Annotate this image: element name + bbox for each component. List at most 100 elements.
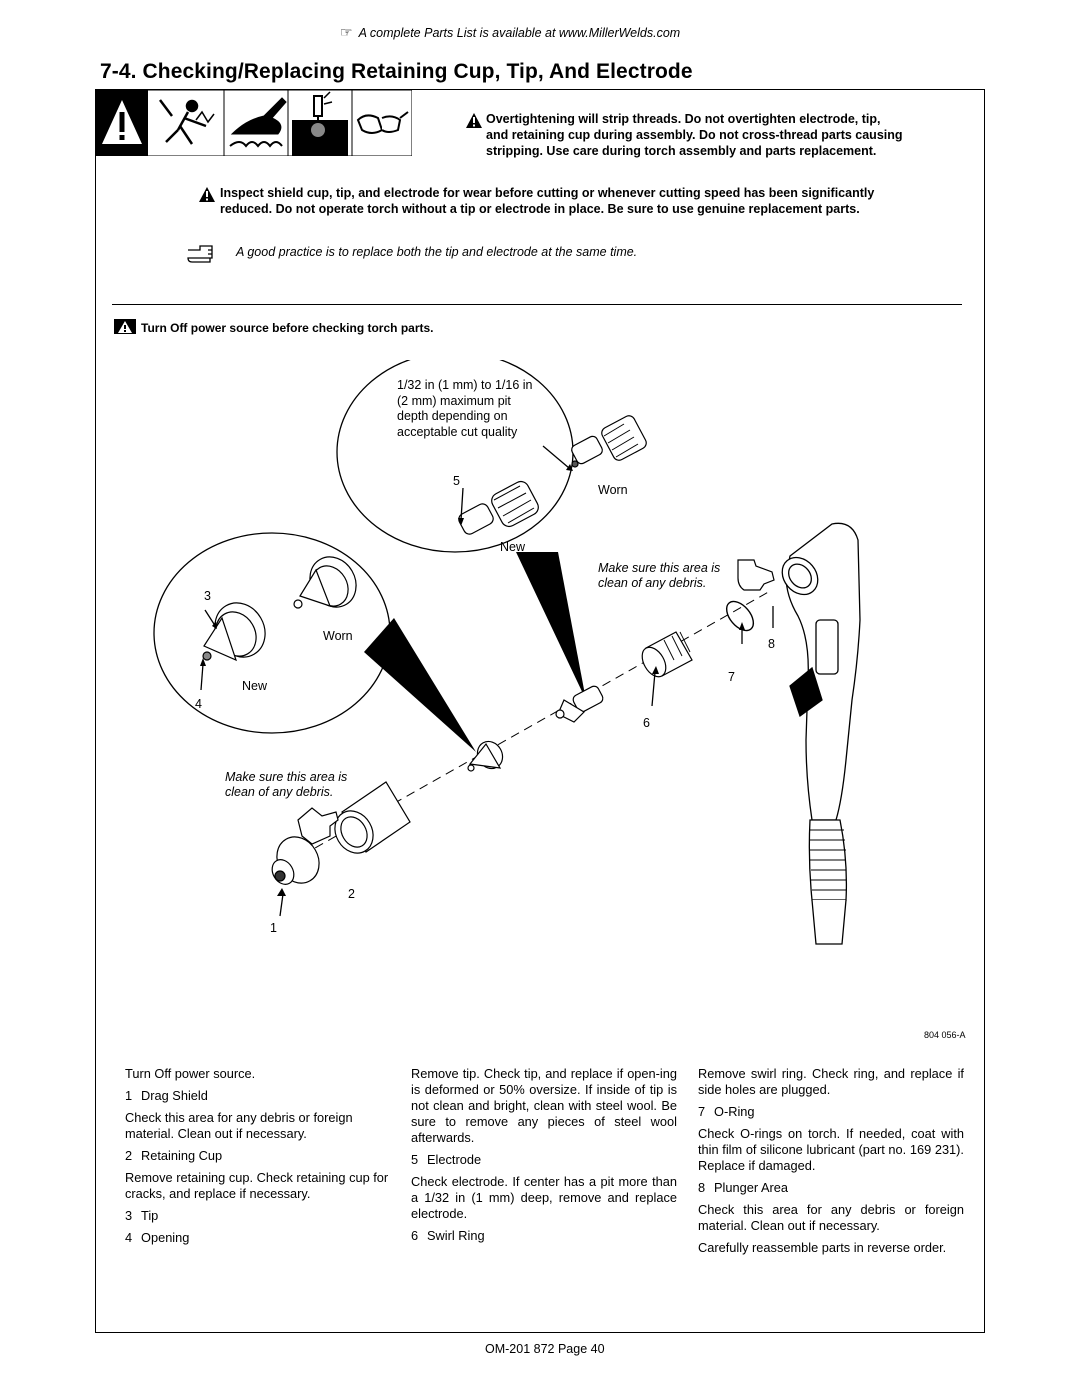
step-text: Check this area for any debris or foreig…: [698, 1202, 964, 1233]
callout-2: 2: [348, 887, 355, 901]
item-label: O-Ring: [714, 1104, 755, 1119]
new-label: New: [242, 679, 268, 693]
clean-area-note-torch: Make sure this area is clean of any debr…: [598, 561, 720, 591]
list-item: 6 Swirl Ring: [411, 1228, 677, 1244]
warning-line: reduced. Do not operate torch without a …: [220, 202, 860, 216]
detail-leader: [516, 552, 586, 700]
step-text: Check O-rings on torch. If needed, coat …: [698, 1126, 964, 1173]
hot-parts-icon: [229, 97, 287, 148]
step-text: Turn Off power source.: [125, 1066, 256, 1081]
item-number: 6: [411, 1228, 419, 1243]
item-label: Tip: [141, 1208, 159, 1223]
inspect-warning: Inspect shield cup, tip, and electrode f…: [220, 185, 874, 217]
warning-line: stripping. Use care during torch assembl…: [486, 144, 877, 158]
hand-pointer-icon: ☞: [340, 24, 353, 40]
instructions-col-1: Turn Off power source. 1 Drag Shield Chec…: [125, 1066, 393, 1252]
item-number: 7: [698, 1104, 706, 1119]
warning-line: Overtightening will strip threads. Do no…: [486, 112, 881, 126]
instructions-col-3: Remove swirl ring. Check ring, and repla…: [698, 1066, 964, 1262]
step-text: Check electrode. If center has a pit mor…: [411, 1174, 677, 1221]
power-off-warning: Turn Off power source before checking to…: [141, 321, 434, 335]
step-text: Remove retaining cup. Check retaining cu…: [125, 1170, 389, 1201]
item-label: Swirl Ring: [427, 1228, 485, 1243]
item-number: 4: [125, 1230, 133, 1245]
list-item: 5 Electrode: [411, 1152, 677, 1168]
hand-pointer-icon: [297, 807, 339, 845]
electrode-part: [555, 685, 604, 723]
callout-line: acceptable cut quality: [397, 424, 518, 439]
list-item: 7 O-Ring: [698, 1104, 964, 1120]
worn-label: Worn: [323, 629, 353, 643]
callout-3: 3: [204, 589, 211, 603]
new-electrode: [458, 480, 539, 535]
step-text: Remove tip. Check tip, and replace if op…: [411, 1066, 677, 1145]
warning-line: Inspect shield cup, tip, and electrode f…: [220, 186, 875, 200]
new-tip: [202, 602, 266, 662]
practice-note: A good practice is to replace both the t…: [236, 245, 638, 259]
callout-line: depth depending on: [397, 409, 508, 423]
callout-1: 1: [270, 921, 277, 935]
swirl-ring: [641, 631, 693, 678]
callout-line: 1/32 in (1 mm) to 1/16 in: [397, 378, 533, 392]
note-line: clean of any debris.: [225, 785, 334, 799]
item-number: 8: [698, 1180, 706, 1195]
step-text: Remove swirl ring. Check ring, and repla…: [698, 1066, 964, 1097]
hand-injury-icon: [292, 91, 348, 156]
overtighten-warning: Overtightening will strip threads. Do no…: [486, 111, 903, 159]
list-item: 1 Drag Shield: [125, 1088, 393, 1104]
list-item: 3 Tip: [125, 1208, 393, 1224]
figure-id: 804 056-A: [924, 1030, 966, 1040]
torch-exploded-diagram: [153, 360, 861, 945]
list-item: 8 Plunger Area: [698, 1180, 964, 1196]
item-label: Electrode: [427, 1152, 482, 1167]
item-label: Opening: [141, 1230, 190, 1245]
hand-pointer-icon: [187, 245, 213, 263]
warning-line: and retaining cup during assembly. Do no…: [486, 128, 903, 142]
divider: [112, 304, 962, 305]
page-footer: OM-201 872 Page 40: [485, 1342, 605, 1356]
list-item: 4 Opening: [125, 1230, 393, 1246]
item-number: 3: [125, 1208, 133, 1223]
retaining-cup: [334, 781, 411, 854]
pit-depth-callout: 1/32 in (1 mm) to 1/16 in (2 mm) maximum…: [397, 378, 537, 440]
callout-8: 8: [768, 637, 775, 651]
warning-triangle-icon: [466, 113, 482, 128]
item-label: Drag Shield: [141, 1088, 208, 1103]
detail-leader: [364, 618, 476, 752]
tip-detail-circle: [153, 532, 391, 734]
drag-shield: [271, 836, 320, 885]
note-line: Make sure this area is: [225, 770, 348, 784]
new-label: New: [500, 540, 526, 554]
worn-label: Worn: [598, 483, 628, 497]
step-text: Carefully reassemble parts in reverse or…: [698, 1240, 947, 1255]
safety-glasses-icon: [356, 111, 409, 134]
callout-5: 5: [453, 474, 460, 488]
safety-symbols-strip: [96, 90, 412, 156]
note-line: clean of any debris.: [598, 576, 707, 590]
parts-list-note: ☞A complete Parts List is available at w…: [340, 24, 681, 40]
hand-pointer-icon: [737, 559, 775, 591]
warning-triangle-icon: [114, 319, 136, 334]
plasma-torch: [781, 522, 861, 945]
callout-4: 4: [195, 697, 202, 711]
clean-area-note-cup: Make sure this area is clean of any debr…: [225, 770, 347, 800]
item-number: 1: [125, 1088, 133, 1103]
callout-line: (2 mm) maximum pit: [397, 393, 511, 408]
electric-shock-icon: [159, 99, 215, 145]
item-number: 5: [411, 1152, 419, 1167]
callout-6: 6: [643, 716, 650, 730]
warning-triangle-icon: [199, 187, 215, 202]
tip-part: [467, 740, 504, 772]
worn-tip: [293, 556, 357, 609]
item-label: Retaining Cup: [141, 1148, 223, 1163]
instructions-col-2: Remove tip. Check tip, and replace if op…: [411, 1066, 677, 1250]
item-label: Plunger Area: [714, 1180, 788, 1195]
section-title: 7-4. Checking/Replacing Retaining Cup, T…: [100, 60, 693, 83]
callout-7: 7: [728, 670, 735, 684]
step-text: Check this area for any debris or foreig…: [125, 1110, 353, 1141]
o-ring: [725, 600, 755, 632]
content-frame: [95, 89, 985, 1333]
note-line: Make sure this area is: [598, 561, 721, 575]
worn-electrode: [571, 415, 647, 468]
